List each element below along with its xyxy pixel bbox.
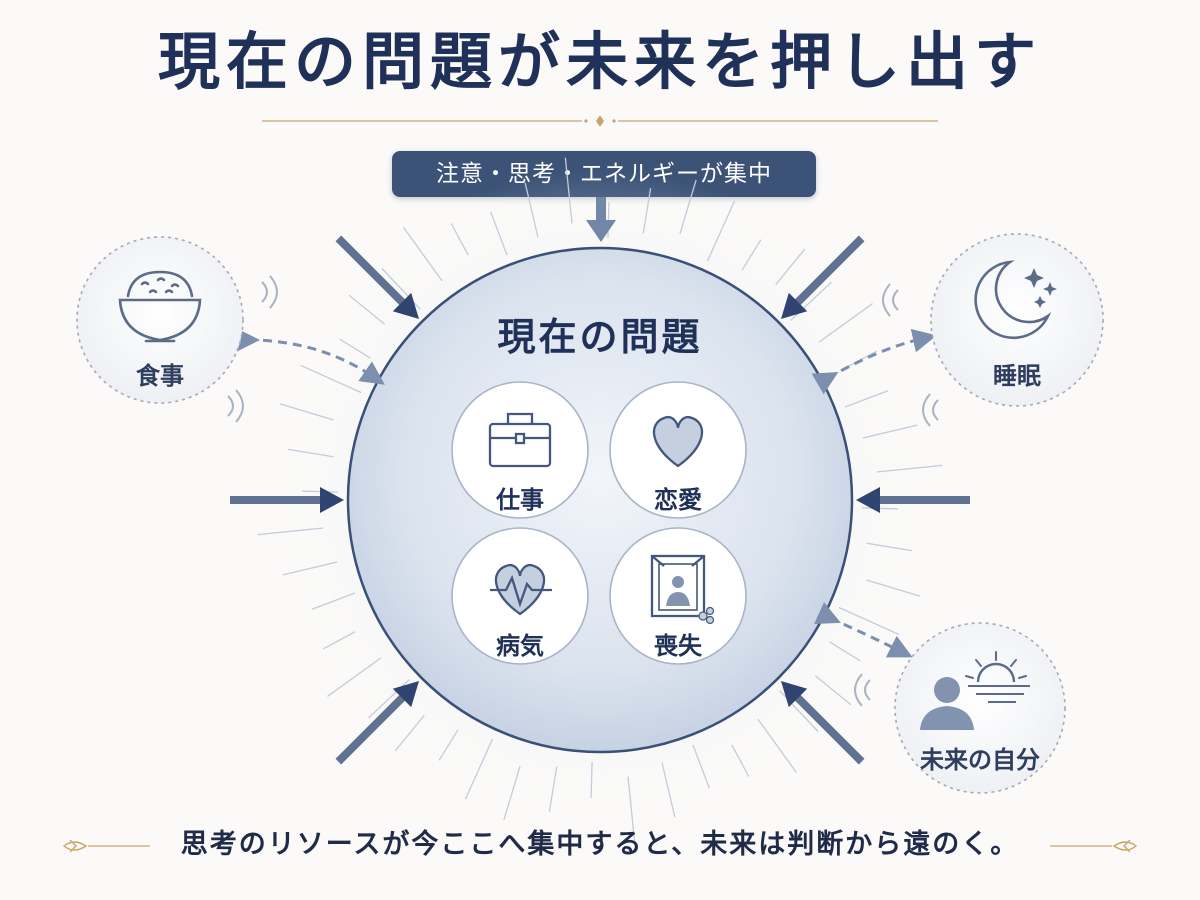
- light-streak: [311, 592, 356, 610]
- inward-arrow: [335, 681, 419, 765]
- briefcase-icon: [488, 412, 552, 468]
- light-streak: [706, 200, 736, 262]
- footer-caption: 思考のリソースが今ここへ集中すると、未来は判断から遠のく。: [180, 829, 1020, 860]
- future-self-node: [894, 622, 1066, 794]
- inward-arrow: [781, 681, 865, 765]
- light-streak: [679, 179, 697, 234]
- light-streak: [866, 579, 921, 597]
- footer-ornament-right: [1050, 839, 1138, 853]
- banner-down-arrow: [586, 197, 616, 242]
- work-label: 仕事: [496, 485, 544, 514]
- meal-node: [76, 236, 244, 404]
- light-streak: [450, 223, 469, 256]
- title-divider: [262, 116, 938, 126]
- light-streak: [757, 718, 797, 773]
- person-sunrise-icon: [920, 651, 1030, 730]
- meal-label: 食事: [136, 361, 184, 390]
- work-circle: [451, 381, 589, 519]
- inward-arrow: [335, 235, 419, 319]
- light-streak: [692, 744, 710, 789]
- romance-label: 恋愛: [654, 485, 702, 514]
- light-streaks: [257, 157, 943, 843]
- dashed-connectors: [235, 327, 937, 658]
- light-streak: [564, 157, 573, 224]
- light-streak: [866, 542, 913, 552]
- inward-arrow: [230, 487, 344, 513]
- vibration-marks: [227, 275, 939, 707]
- illness-label: 病気: [496, 631, 544, 660]
- light-streak: [403, 227, 443, 282]
- sleep-label: 睡眠: [993, 361, 1041, 390]
- inward-arrow: [856, 487, 970, 513]
- current-problems-title: 現在の問題: [497, 314, 703, 359]
- light-streak: [661, 762, 676, 818]
- light-streak: [548, 766, 558, 813]
- rice-bowl-icon: [118, 270, 202, 343]
- light-streak: [327, 657, 382, 697]
- light-streak: [731, 744, 750, 777]
- sleep-connector: [811, 328, 937, 395]
- light-streak: [323, 631, 356, 650]
- light-streak: [876, 464, 943, 473]
- light-streak: [524, 182, 539, 238]
- light-streak: [348, 294, 386, 325]
- light-streak: [741, 239, 762, 271]
- light-streak: [464, 738, 494, 800]
- moon-stars-icon: [974, 260, 1057, 340]
- light-streak: [490, 211, 508, 256]
- light-streak: [775, 248, 806, 286]
- light-streak: [862, 424, 918, 439]
- inward-arrows: [230, 235, 970, 765]
- footer-ornament-left: [62, 839, 150, 853]
- light-streak: [642, 187, 652, 234]
- light-streak: [282, 561, 338, 576]
- light-streak: [394, 714, 425, 752]
- light-streak: [438, 729, 459, 761]
- light-streak: [257, 527, 324, 536]
- future-self-connector: [814, 602, 913, 658]
- problem-item-circles: [451, 381, 747, 665]
- light-streak: [814, 675, 852, 706]
- light-streak: [503, 766, 521, 821]
- light-streak: [590, 761, 593, 798]
- loss-label: 喪失: [654, 631, 702, 660]
- memorial-portrait-icon: [650, 554, 715, 625]
- light-streak: [287, 448, 334, 458]
- light-streak: [627, 776, 636, 843]
- heart-icon: [652, 415, 704, 468]
- meal-connector: [235, 327, 385, 385]
- inward-arrow: [781, 235, 865, 319]
- light-streak: [279, 403, 334, 421]
- heartbeat-icon: [490, 563, 552, 616]
- future-self-label: 未来の自分: [920, 745, 1040, 774]
- page-title: 現在の問題が未来を押し出す: [157, 25, 1042, 98]
